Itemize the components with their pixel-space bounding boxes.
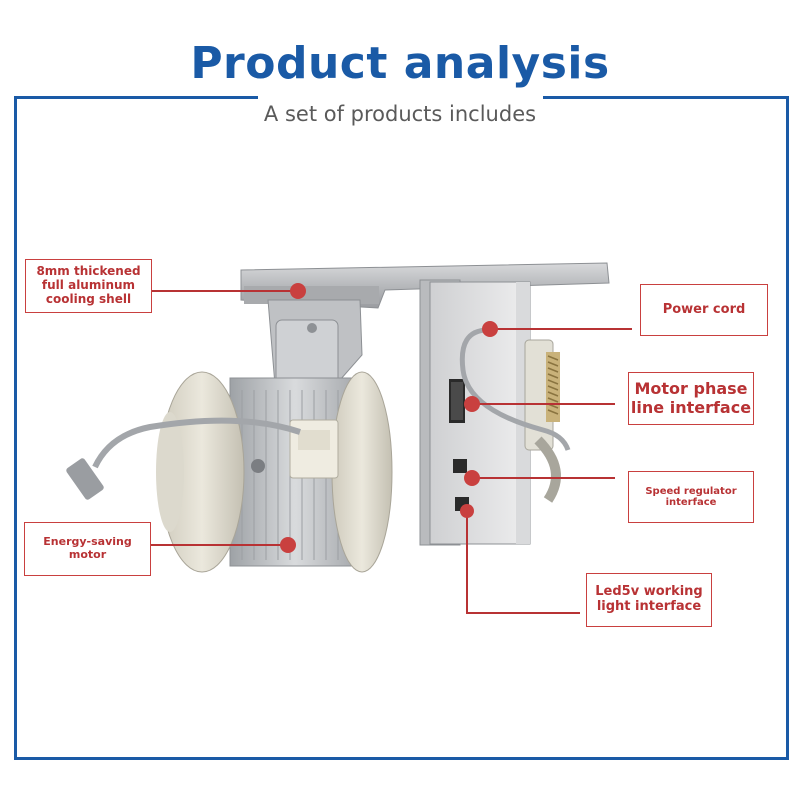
frame-border-top-left [14,96,258,99]
callout-dot-phase [464,396,480,412]
page-title: Product analysis [190,38,610,89]
callout-dot-motor [280,537,296,553]
label-motor-phase-interface: Motor phase line interface [628,372,754,425]
frame-border-left [14,96,17,760]
frame-border-right [786,96,789,760]
callout-dot-led [460,504,474,518]
callout-dot-shell [290,283,306,299]
page-subtitle: A set of products includes [263,102,537,126]
label-power-cord: Power cord [640,284,768,336]
label-aluminum-shell: 8mm thickened full aluminum cooling shel… [25,259,152,313]
callout-dot-speed [464,470,480,486]
frame-border-bottom [14,757,789,760]
frame-border-top-right [543,96,789,99]
label-speed-regulator-interface: Speed regulator interface [628,471,754,523]
callout-dot-power [482,321,498,337]
label-energy-saving-motor: Energy-saving motor [24,522,151,576]
label-led-light-interface: Led5v working light interface [586,573,712,627]
